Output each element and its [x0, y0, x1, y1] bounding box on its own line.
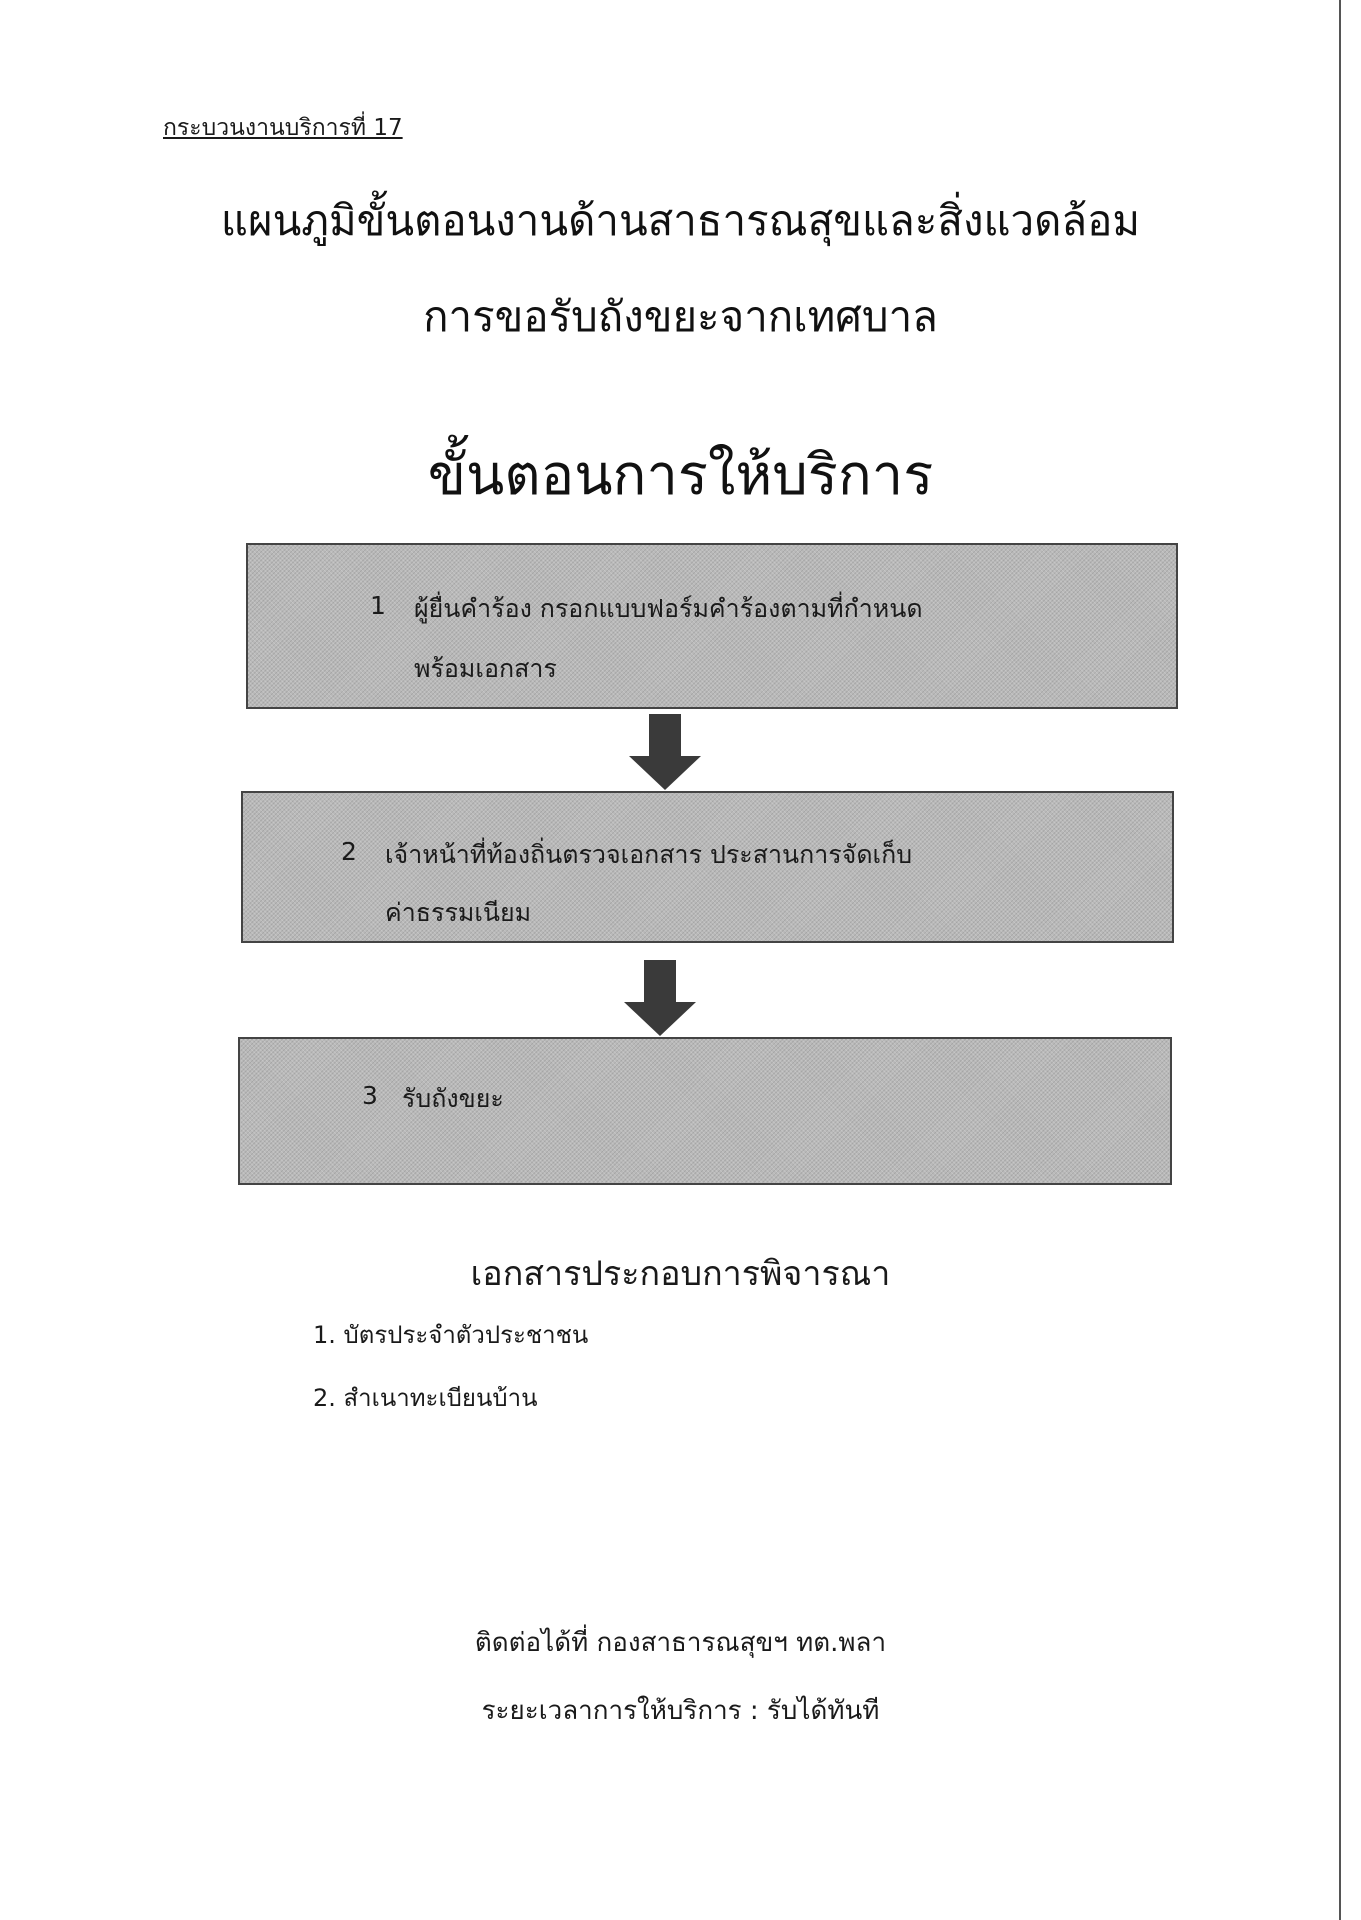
- down-arrow-icon: [624, 960, 696, 1036]
- service-reference: กระบวนงานบริการที่ 17: [163, 115, 403, 141]
- document-subtitle: การขอรับถังขยะจากเทศบาล: [423, 292, 938, 341]
- step-number: 1: [370, 591, 386, 620]
- step-text-line: เจ้าหน้าที่ท้องถิ่นตรวจเอกสาร ประสานการจ…: [385, 840, 913, 869]
- step-text-line: พร้อมเอกสาร: [414, 654, 557, 683]
- step-text-line: รับถังขยะ: [402, 1084, 504, 1113]
- scan-edge-line: [1339, 0, 1341, 1920]
- contact-info: ติดต่อได้ที่ กองสาธารณสุขฯ ทต.พลา: [474, 1628, 887, 1658]
- documents-heading: เอกสารประกอบการพิจารณา: [470, 1254, 891, 1294]
- step-box-3: 3 รับถังขยะ: [238, 1037, 1172, 1185]
- down-arrow-icon: [629, 714, 701, 790]
- step-text-line: ผู้ยื่นคำร้อง กรอกแบบฟอร์มคำร้องตามที่กำ…: [414, 594, 923, 623]
- step-number: 2: [341, 837, 357, 866]
- step-box-1: 1 ผู้ยื่นคำร้อง กรอกแบบฟอร์มคำร้องตามที่…: [246, 543, 1178, 709]
- step-text-line: ค่าธรรมเนียม: [385, 898, 532, 927]
- step-box-2: 2 เจ้าหน้าที่ท้องถิ่นตรวจเอกสาร ประสานกา…: [241, 791, 1174, 943]
- service-time: ระยะเวลาการให้บริการ : รับได้ทันที: [481, 1696, 880, 1726]
- document-list-item: 1. บัตรประจำตัวประชาชน: [313, 1321, 589, 1349]
- section-title: ขั้นตอนการให้บริการ: [427, 443, 934, 508]
- document-title: แผนภูมิขั้นตอนงานด้านสาธารณสุขและสิ่งแวด…: [220, 196, 1141, 245]
- document-list-item: 2. สำเนาทะเบียนบ้าน: [313, 1384, 538, 1412]
- step-number: 3: [362, 1081, 378, 1110]
